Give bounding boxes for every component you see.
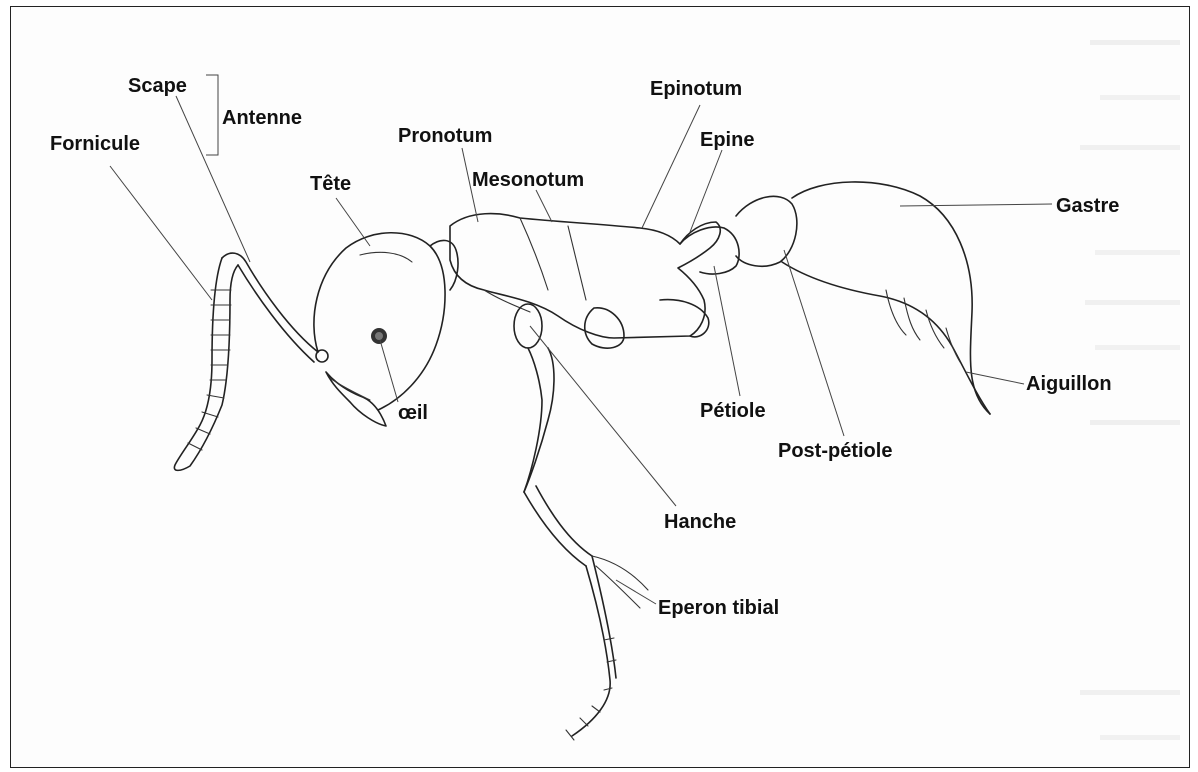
ant-head	[314, 233, 445, 426]
label-hanche: Hanche	[664, 511, 736, 533]
leader-gastre	[900, 204, 1052, 206]
leader-epinotum	[642, 105, 700, 228]
leader-tete	[336, 198, 370, 246]
label-eperon-tibial: Eperon tibial	[658, 597, 779, 619]
label-pronotum: Pronotum	[398, 125, 492, 147]
leader-aiguillon	[966, 372, 1024, 384]
ant-front-leg	[524, 348, 648, 740]
label-tete: Tête	[310, 173, 351, 195]
label-epine: Epine	[700, 129, 754, 151]
leader-oeil	[380, 340, 398, 402]
label-post-petiole: Post-pétiole	[778, 440, 892, 462]
antenna	[174, 253, 328, 470]
ant-gastre	[782, 182, 990, 414]
label-antenne: Antenne	[222, 107, 302, 129]
label-aiguillon: Aiguillon	[1026, 373, 1112, 395]
ant-mesosoma	[450, 214, 720, 349]
label-fornicule: Fornicule	[50, 133, 140, 155]
leader-mesonotum	[536, 190, 552, 222]
label-epinotum: Epinotum	[650, 78, 742, 100]
leader-hanche	[530, 326, 676, 506]
label-scape: Scape	[128, 75, 187, 97]
leader-epine	[690, 150, 722, 232]
ant-petiole	[680, 196, 797, 274]
labels: Scape Antenne Fornicule Tête Pronotum Me…	[50, 75, 1119, 619]
label-mesonotum: Mesonotum	[472, 169, 584, 191]
antenne-bracket	[206, 75, 218, 155]
leader-eperon-tibial	[616, 580, 656, 604]
leader-lines	[110, 75, 1052, 604]
label-gastre: Gastre	[1056, 195, 1119, 217]
leader-petiole	[714, 266, 740, 396]
label-petiole: Pétiole	[700, 400, 766, 422]
leader-fornicule	[110, 166, 212, 300]
label-oeil: œil	[398, 402, 428, 424]
